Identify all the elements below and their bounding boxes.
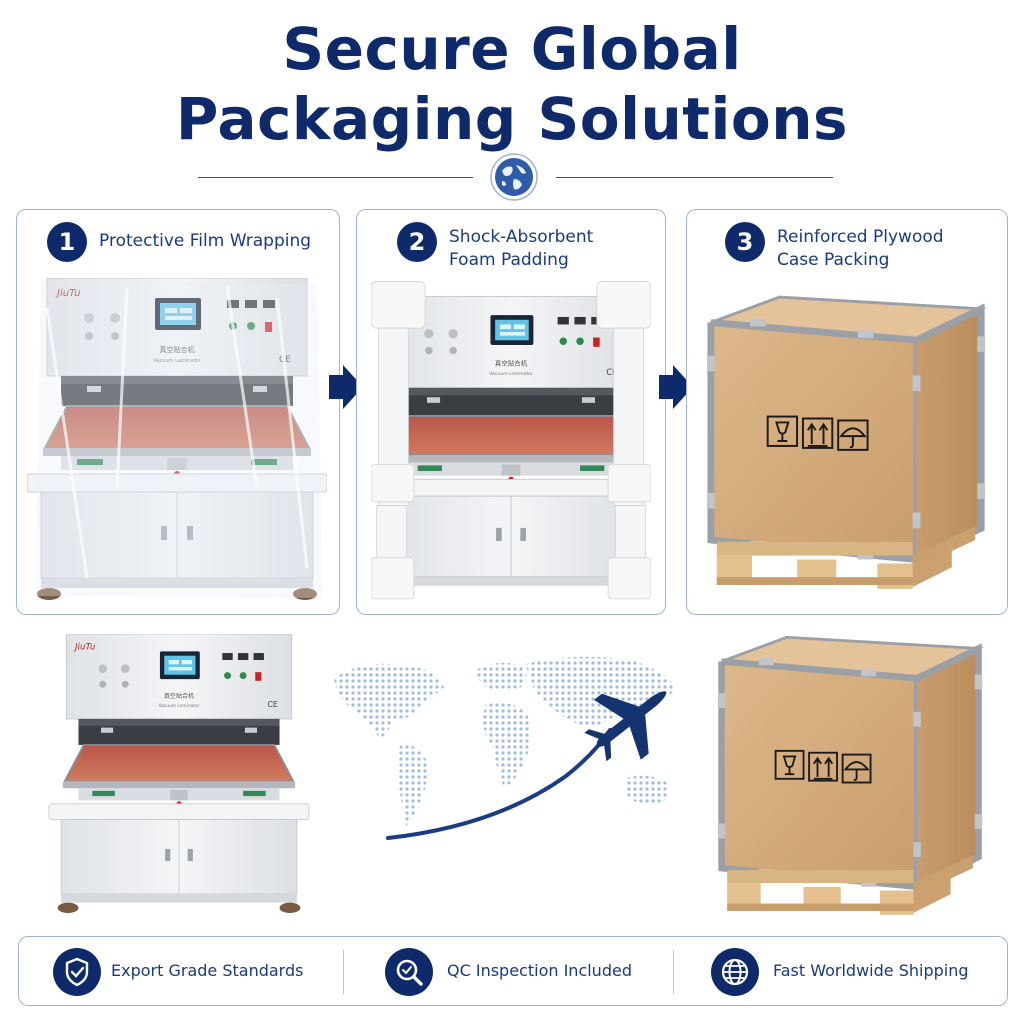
- arrow-right-icon: [327, 365, 363, 409]
- title-line-1: Secure Global: [282, 15, 742, 83]
- finished-machine-image: [48, 634, 310, 914]
- page-title: Secure Global Packaging Solutions: [0, 14, 1024, 154]
- feature-label-export-grade: Export Grade Standards: [111, 961, 304, 980]
- step-label: Shock-Absorbent Foam Padding: [449, 226, 593, 272]
- world-map-flight-illustration: [334, 656, 676, 840]
- flight-path: [386, 728, 612, 840]
- step-number-badge: 3: [725, 222, 765, 262]
- divider-left: [198, 177, 473, 178]
- step-label-line-2: Case Packing: [777, 250, 890, 270]
- step-label-line-1: Shock-Absorbent: [449, 227, 594, 247]
- step-label: Reinforced Plywood Case Packing: [777, 226, 944, 272]
- plywood-crate-image: [705, 286, 989, 600]
- step-card-foam-padding: 2 Shock-Absorbent Foam Padding: [356, 209, 666, 615]
- feature-separator: [673, 950, 674, 994]
- feature-label-qc-inspection: QC Inspection Included: [447, 961, 632, 980]
- wrapped-machine-image: [27, 278, 327, 601]
- step-number-badge: 2: [397, 222, 437, 262]
- arrow-right-icon: [657, 365, 693, 409]
- title-line-2: Packaging Solutions: [175, 85, 849, 153]
- step-label-line-1: Reinforced Plywood: [777, 227, 944, 247]
- foam-padded-machine-image: [371, 281, 651, 600]
- step-number-badge: 1: [47, 222, 87, 262]
- globe-icon: [490, 153, 538, 201]
- world-map: [334, 656, 676, 826]
- magnifier-check-icon: [385, 948, 433, 996]
- step-label: Protective Film Wrapping: [99, 231, 312, 251]
- globe-icon: [711, 948, 759, 996]
- shield-check-icon: [53, 948, 101, 996]
- airplane-icon: [584, 691, 667, 762]
- step-card-film-wrapping: 1 Protective Film Wrapping: [16, 209, 340, 615]
- feature-label-worldwide-shipping: Fast Worldwide Shipping: [773, 961, 969, 980]
- features-bar: Export Grade Standards QC Inspection Inc…: [18, 936, 1008, 1006]
- feature-separator: [343, 950, 344, 994]
- step-label-line-2: Foam Padding: [449, 250, 569, 270]
- divider-right: [556, 177, 833, 178]
- plywood-crate-image: [716, 626, 986, 926]
- step-card-plywood-case: 3 Reinforced Plywood Case Packing: [686, 209, 1008, 615]
